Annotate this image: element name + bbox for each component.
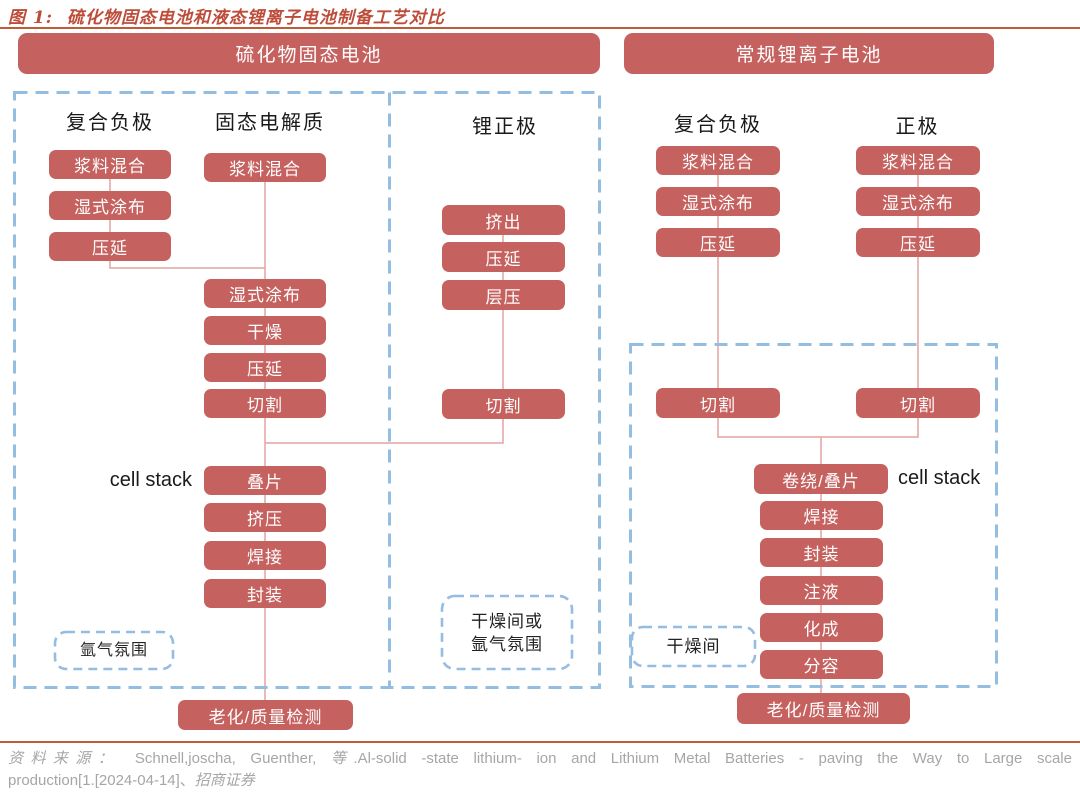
right-cathode-column-label: 正极 bbox=[895, 116, 940, 138]
step-slurry-mixing: 浆料混合 bbox=[204, 153, 326, 182]
step-calendering: 压延 bbox=[204, 353, 326, 382]
right-columns-connector-line bbox=[717, 160, 919, 438]
dryroom-outline bbox=[630, 625, 757, 668]
step-welding: 焊接 bbox=[760, 501, 883, 530]
step-cutting: 切割 bbox=[856, 388, 980, 418]
left-electrolyte-column-label: 固态电解质 bbox=[215, 112, 325, 134]
step-calendering: 压延 bbox=[49, 232, 171, 261]
step-winding-stacking: 卷绕/叠片 bbox=[754, 464, 888, 494]
left-process-boundary-dashed bbox=[13, 91, 601, 689]
footer-rule bbox=[0, 741, 1080, 743]
header-conventional-li-ion-battery: 常规锂离子电池 bbox=[624, 33, 994, 74]
step-lamination: 层压 bbox=[442, 280, 565, 310]
step-slurry-mixing: 浆料混合 bbox=[49, 150, 171, 179]
step-wet-coating: 湿式涂布 bbox=[656, 187, 780, 216]
figure-title: 图 1: 硫化物固态电池和液态锂离子电池制备工艺对比 bbox=[8, 8, 445, 28]
left-aging-quality-check: 老化/质量检测 bbox=[178, 700, 353, 730]
step-drying: 干燥 bbox=[204, 316, 326, 345]
right-anode-column-label: 复合负极 bbox=[674, 114, 762, 136]
title-underline bbox=[0, 27, 1080, 29]
source-line-1: 资料来源： Schnell,joscha, Guenther, 等.Al-sol… bbox=[8, 747, 1072, 768]
dryroom-or-argon-line2: 氩气氛围 bbox=[471, 634, 543, 654]
step-sealing: 封装 bbox=[204, 579, 326, 608]
step-slurry-mixing: 浆料混合 bbox=[656, 146, 780, 175]
left-cell-stack-label: cell stack bbox=[109, 469, 192, 491]
step-wet-coating: 湿式涂布 bbox=[204, 279, 326, 308]
argon-atmosphere-label: 氩气氛围 bbox=[79, 642, 148, 659]
step-cutting: 切割 bbox=[656, 388, 780, 418]
step-stacking: 叠片 bbox=[204, 466, 326, 495]
argon-atmosphere-outline bbox=[53, 630, 175, 671]
step-wet-coating: 湿式涂布 bbox=[49, 191, 171, 220]
step-capacity-grading: 分容 bbox=[760, 650, 883, 679]
step-electrolyte-injection: 注液 bbox=[760, 576, 883, 605]
step-wet-coating: 湿式涂布 bbox=[856, 187, 980, 216]
source-label: 资料来源： bbox=[8, 749, 121, 767]
dryroom-or-argon-label: 干燥间或 氩气氛围 bbox=[442, 596, 572, 669]
source-authors: Schnell,joscha, Guenther, bbox=[134, 750, 317, 767]
step-extrusion: 挤出 bbox=[442, 205, 565, 235]
left-cathode-column-label: 锂正极 bbox=[472, 116, 538, 138]
step-welding: 焊接 bbox=[204, 541, 326, 570]
step-formation: 化成 bbox=[760, 613, 883, 642]
step-cutting: 切割 bbox=[204, 389, 326, 418]
header-sulfide-solid-state-battery: 硫化物固态电池 bbox=[18, 33, 600, 74]
step-pressing: 挤压 bbox=[204, 503, 326, 532]
dryroom-or-argon-outline bbox=[440, 594, 574, 671]
source-broker-name: 招商证券 bbox=[194, 771, 255, 789]
step-calendering: 压延 bbox=[656, 228, 780, 257]
step-calendering: 压延 bbox=[442, 242, 565, 272]
source-line-2: production[1.[2024-04-14]、招商证券 bbox=[8, 769, 1072, 790]
right-aging-quality-check: 老化/质量检测 bbox=[737, 693, 910, 724]
source-etal: 等 bbox=[330, 749, 354, 767]
step-cutting: 切割 bbox=[442, 389, 565, 419]
dryroom-or-argon-line1: 干燥间或 bbox=[471, 611, 543, 631]
dryroom-label: 干燥间 bbox=[666, 637, 721, 656]
source-paper-title: .Al-solid -state lithium- ion and Lithiu… bbox=[353, 750, 1072, 767]
left-anode-column-label: 复合负极 bbox=[66, 112, 154, 134]
right-cell-stack-label: cell stack bbox=[898, 467, 981, 489]
source-publication-info: production[1.[2024-04-14]、 bbox=[8, 772, 195, 789]
step-slurry-mixing: 浆料混合 bbox=[856, 146, 980, 175]
right-process-boundary-dashed bbox=[629, 343, 998, 688]
step-calendering: 压延 bbox=[856, 228, 980, 257]
step-sealing: 封装 bbox=[760, 538, 883, 567]
